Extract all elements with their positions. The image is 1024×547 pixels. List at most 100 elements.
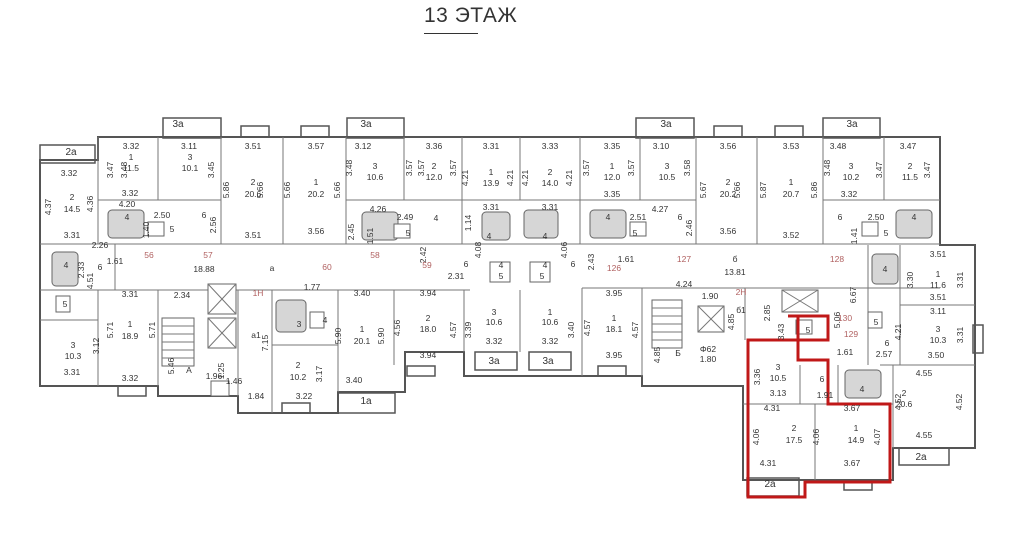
plan-label: 3a <box>488 356 500 367</box>
plan-label: 4.31 <box>764 403 781 413</box>
plan-label: 3.95 <box>606 288 623 298</box>
plan-label: 2a <box>65 147 77 158</box>
plan-label: 4.21 <box>505 169 515 186</box>
plan-label: 2 <box>908 161 913 171</box>
plan-label: 3.31 <box>955 326 965 343</box>
plan-label: 4.08 <box>473 241 483 258</box>
plan-label: 3.52 <box>783 230 800 240</box>
plan-label: 5.90 <box>376 327 386 344</box>
plan-label: 20.2 <box>720 189 737 199</box>
plan-label: 1a <box>360 396 372 407</box>
plan-label: 13.81 <box>724 267 746 277</box>
plan-label: 3.32 <box>123 141 140 151</box>
plan-label: 4.27 <box>652 204 669 214</box>
plan-label: 4.21 <box>564 169 574 186</box>
plan-label: 3.67 <box>844 403 861 413</box>
plan-label: 4.07 <box>872 428 882 445</box>
plan-label: 6 <box>571 259 576 269</box>
plan-label: 4.52 <box>954 393 964 410</box>
plan-label: 3.31 <box>483 202 500 212</box>
plan-label: 6 <box>838 212 843 222</box>
plan-label: 3.31 <box>542 202 559 212</box>
plan-label: 4.06 <box>751 428 761 445</box>
plan-label: 5 <box>406 228 411 238</box>
toilet <box>529 261 551 283</box>
plan-label: 3.11 <box>930 306 946 316</box>
plan-label: 5.86 <box>221 181 231 198</box>
plan-label: 5 <box>540 271 545 281</box>
plan-label: 3a <box>542 356 554 367</box>
plan-label: 1.80 <box>700 354 717 364</box>
plan-label: a1 <box>251 330 261 340</box>
plan-label: 14.9 <box>848 435 865 445</box>
plan-label: 2.57 <box>876 349 893 359</box>
plan-label: 4 <box>323 315 328 325</box>
plan-label: 3.32 <box>122 373 139 383</box>
plan-label: 2.34 <box>174 290 191 300</box>
plan-label: 5.71 <box>105 321 115 338</box>
plan-label: 4 <box>543 231 548 241</box>
plan-label: 3 <box>188 152 193 162</box>
toilet <box>867 311 883 329</box>
bathtub <box>844 369 882 399</box>
plan-label: 3.51 <box>245 230 262 240</box>
plan-label: 3 <box>776 362 781 372</box>
bathtub <box>895 209 933 239</box>
toilet <box>309 311 325 329</box>
plan-label: 6 <box>678 212 683 222</box>
plan-label: 3.56 <box>720 226 737 236</box>
plan-label: 3.11 <box>181 141 197 151</box>
plan-label: 60 <box>322 262 332 272</box>
plan-label: 1 <box>489 167 494 177</box>
plan-label: 6 <box>885 338 890 348</box>
plan-label: 3.32 <box>122 188 139 198</box>
plan-label: 3a <box>172 119 184 130</box>
plan-label: 3.47 <box>900 141 917 151</box>
plan-label: 18.9 <box>122 331 139 341</box>
toilet <box>795 319 813 335</box>
plan-label: 4 <box>434 213 439 223</box>
toilet <box>55 295 71 313</box>
plan-label: 1H <box>253 288 264 298</box>
plan-label: 5 <box>170 224 175 234</box>
plan-label: 3.48 <box>830 141 847 151</box>
plan-label: 3.51 <box>930 292 947 302</box>
plan-label: б1 <box>736 305 746 315</box>
plan-label: 3.57 <box>448 159 458 176</box>
plan-label: 5 <box>884 228 889 238</box>
plan-label: 1 <box>936 269 941 279</box>
plan-label: 1 <box>610 161 615 171</box>
plan-label: 2 <box>726 177 731 187</box>
plan-label: 12.0 <box>604 172 621 182</box>
plan-label: 4.56 <box>392 319 402 336</box>
plan-label: 3.30 <box>905 271 915 288</box>
plan-label: 1.61 <box>837 347 854 357</box>
plan-label: 4.55 <box>916 368 933 378</box>
plan-label: Б <box>675 348 681 358</box>
plan-label: 3.67 <box>844 458 861 468</box>
plan-label: 1.91 <box>817 390 834 400</box>
plan-label: 1 <box>548 307 553 317</box>
plan-label: 3.56 <box>720 141 737 151</box>
plan-label: 7.15 <box>260 334 270 351</box>
plan-label: 130 <box>838 313 852 323</box>
toilet <box>393 223 411 239</box>
plan-label: 3.95 <box>606 350 623 360</box>
bathtub <box>481 211 511 241</box>
plan-label: 2.46 <box>684 219 694 236</box>
plan-label: 3.35 <box>604 141 621 151</box>
plan-label: 3 <box>936 324 941 334</box>
plan-label: 4.57 <box>448 321 458 338</box>
plan-label: 3.57 <box>404 159 414 176</box>
plan-label: 1 <box>612 313 617 323</box>
plan-label: 3.36 <box>426 141 443 151</box>
stairs-and-lifts <box>161 283 819 397</box>
plan-label: 3.51 <box>245 141 262 151</box>
plan-label: 4.31 <box>760 458 777 468</box>
plan-label: 3.31 <box>483 141 500 151</box>
plan-label: 6 <box>98 262 103 272</box>
plan-label: 4.20 <box>119 199 136 209</box>
plan-label: 5.66 <box>332 181 342 198</box>
plan-label: 5.66 <box>732 181 742 198</box>
